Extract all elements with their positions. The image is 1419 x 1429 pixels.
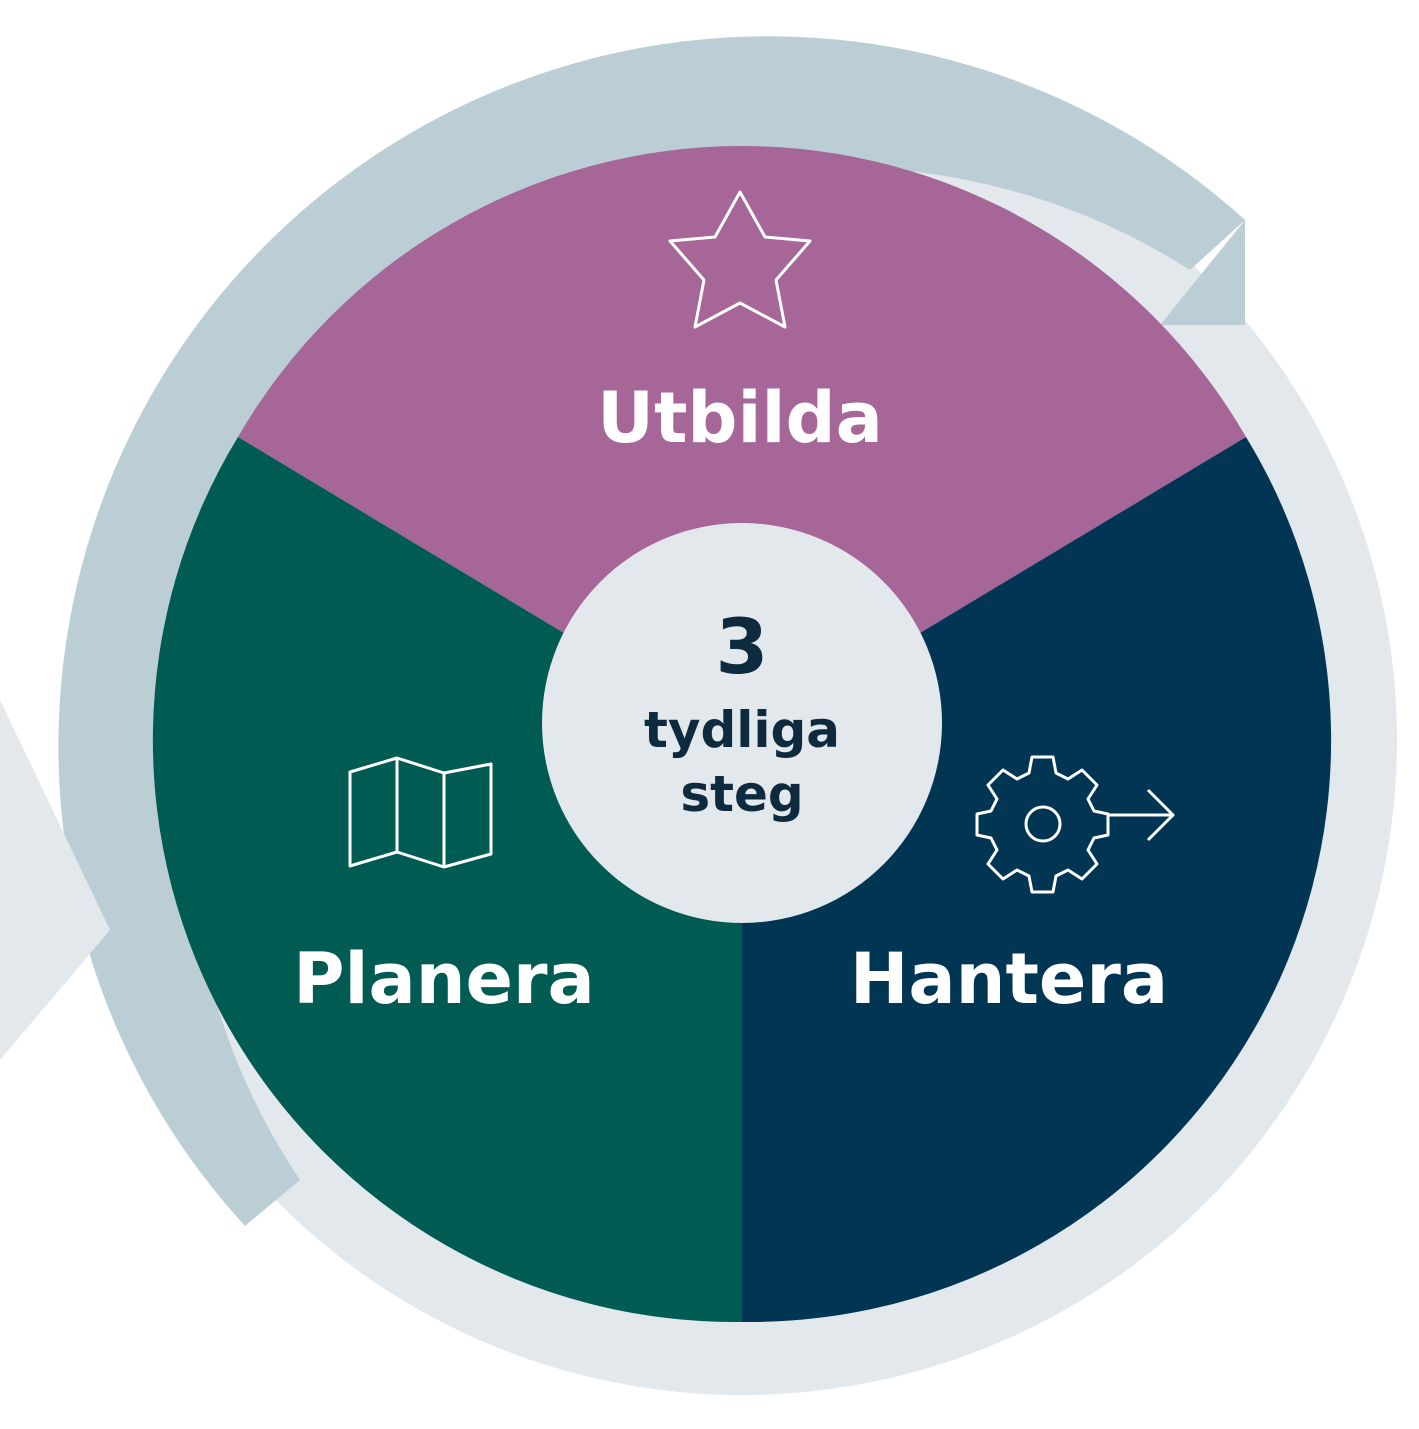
segment-label-hantera: Hantera <box>850 938 1168 1020</box>
segment-label-planera: Planera <box>293 938 595 1020</box>
star-icon <box>668 190 812 329</box>
segment-label-utbilda: Utbilda <box>597 377 883 459</box>
center-circle <box>542 523 942 923</box>
center-line-2: steg <box>680 765 803 823</box>
segment-utbilda <box>238 146 1246 740</box>
center-line-1: tydliga <box>644 701 840 759</box>
gear-arrow-icon <box>975 755 1175 894</box>
center-hub: 3 tydliga steg <box>542 523 942 923</box>
cycle-arrowhead-top <box>1160 220 1245 325</box>
cycle-arrowhead-left <box>0 700 110 1060</box>
map-icon <box>348 756 493 869</box>
center-number: 3 <box>716 602 769 691</box>
